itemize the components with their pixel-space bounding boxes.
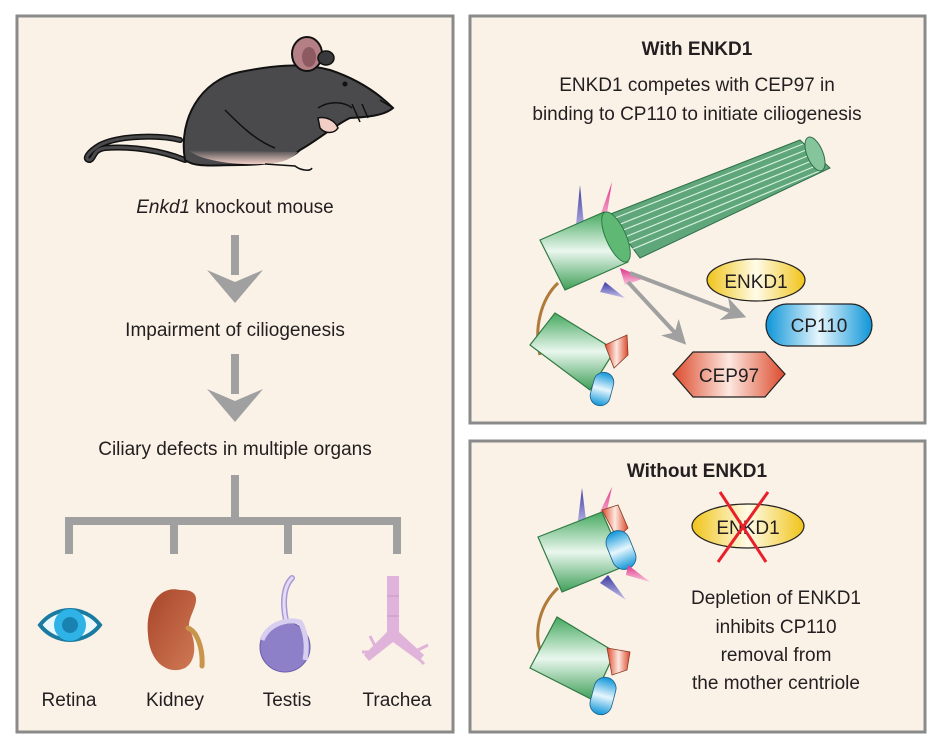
step-impairment-label: Impairment of ciliogenesis: [125, 320, 345, 341]
without-panel-frame: [468, 439, 927, 734]
distal-appendage-purple-lower: [600, 575, 626, 600]
cp110-protein: CP110: [765, 303, 873, 347]
mouse-hind-foot: [264, 163, 313, 171]
down-arrow-1: [207, 235, 263, 303]
mouse-ear-back: [317, 50, 335, 66]
kidney-icon: [147, 589, 205, 671]
mouse-illustration: [83, 36, 395, 171]
arrow-to-enkd1-cp110: [629, 271, 747, 320]
mouse-whiskers: [317, 99, 394, 123]
enkd1-label: ENKD1: [724, 272, 787, 293]
organ-branch-lines: [65, 475, 401, 554]
mouse-body: [182, 64, 395, 167]
mouse-caption: Enkd1 knockout mouse: [136, 197, 334, 218]
enkd1-protein: ENKD1: [706, 258, 806, 302]
cep97-protein: CEP97: [672, 351, 786, 398]
distal-appendage-purple-lower: [600, 282, 625, 298]
mouse-tail: [85, 135, 187, 162]
daughter-centriole: [529, 312, 629, 407]
without-desc-line2: inhibits CP110: [715, 617, 836, 638]
organ-label-retina: Retina: [42, 690, 97, 711]
mother-centriole: [539, 211, 631, 291]
distal-appendage-pink-lower: [620, 268, 645, 285]
without-desc-line1: Depletion of ENKD1: [691, 588, 861, 609]
down-arrow-2: [207, 354, 263, 422]
daughter-centriole: [529, 616, 631, 716]
with-enkd1-panel: With ENKD1 ENKD1 competes with CEP97 in …: [468, 14, 927, 425]
mother-centriole: [537, 504, 637, 593]
without-enkd1-panel: Without ENKD1 ENKD1 Depletio: [468, 439, 927, 734]
mouse-ear-inner: [302, 47, 316, 67]
testis-icon: [259, 575, 311, 673]
mouse-front-paw: [317, 116, 339, 134]
arrow-to-cep97: [626, 280, 687, 345]
organ-label-testis: Testis: [263, 690, 312, 711]
left-panel: Enkd1 knockout mouse Impairment of cilio…: [15, 14, 455, 734]
trachea-icon: [362, 576, 429, 666]
with-panel-title: With ENKD1: [642, 39, 753, 60]
enkd1-protein-crossed: ENKD1: [691, 491, 805, 563]
with-panel-desc-line1: ENKD1 competes with CEP97 in: [559, 75, 835, 96]
with-panel-desc-line2: binding to CP110 to initiate ciliogenesi…: [532, 104, 861, 125]
cep97-label: CEP97: [699, 366, 759, 387]
without-desc-line4: the mother centriole: [692, 673, 860, 694]
mouse-belly: [188, 150, 298, 165]
cp110-cap-daughter: [589, 371, 615, 407]
without-panel-title: Without ENKD1: [627, 461, 768, 482]
mouse-leg-line: [224, 109, 276, 149]
step-ciliary-defects-label: Ciliary defects in multiple organs: [98, 439, 372, 460]
distal-appendage-pink-lower: [626, 565, 650, 582]
organ-label-trachea: Trachea: [363, 690, 432, 711]
cilium-axoneme: [607, 136, 831, 259]
mouse-eye: [342, 81, 348, 87]
cross-out-icon: [716, 491, 770, 563]
cp110-cap-daughter: [589, 676, 617, 716]
eye-icon: [37, 608, 103, 642]
enkd1-label: ENKD1: [716, 518, 779, 539]
centriole-linker: [536, 586, 560, 651]
cp110-label: CP110: [791, 316, 848, 337]
organ-label-kidney: Kidney: [146, 690, 205, 711]
without-desc-line3: removal from: [721, 645, 832, 666]
distal-appendage-purple: [577, 488, 587, 528]
